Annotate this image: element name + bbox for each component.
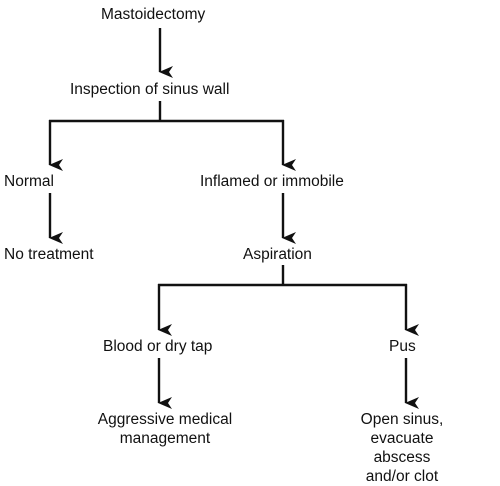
flowchart-connectors (48, 28, 419, 409)
node-inflamed-or-immobile: Inflamed or immobile (200, 173, 344, 190)
node-blood-or-dry-tap: Blood or dry tap (103, 338, 213, 355)
node-normal: Normal (4, 173, 54, 190)
node-aggressive-medical-management: Aggressive medical management (98, 410, 232, 448)
node-no-treatment: No treatment (4, 246, 94, 263)
node-open-sinus-line-1: Open sinus, evacuate (360, 411, 444, 447)
node-open-sinus-evacuate: Open sinus, evacuate abscess and/or clot (353, 410, 451, 486)
node-pus: Pus (389, 338, 416, 355)
node-aggressive-line-1: Aggressive medical (97, 411, 233, 428)
node-aspiration: Aspiration (243, 246, 312, 263)
node-inspection-of-sinus-wall: Inspection of sinus wall (70, 81, 230, 98)
node-open-sinus-line-2: abscess and/or clot (365, 449, 439, 485)
node-mastoidectomy: Mastoidectomy (101, 6, 206, 23)
node-aggressive-line-2: management (119, 430, 211, 447)
